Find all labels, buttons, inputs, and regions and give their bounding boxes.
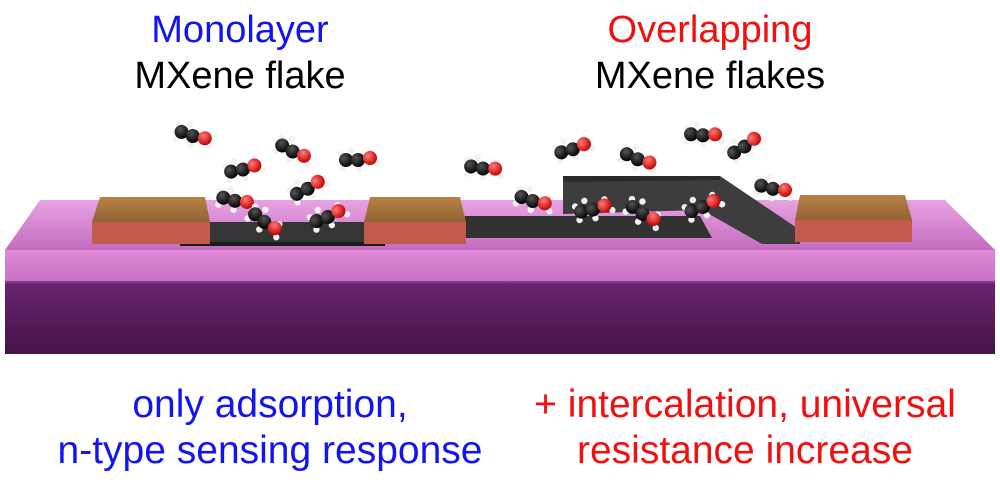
ethanol-molecule	[622, 195, 661, 232]
ethanol-molecule	[306, 201, 351, 233]
ethanol-molecule	[272, 134, 312, 168]
ethanol-molecule	[337, 146, 381, 173]
ethanol-molecules	[172, 121, 794, 241]
ethanol-molecule	[551, 134, 596, 165]
right-mxene-flake-lower	[460, 216, 712, 238]
ethanol-molecule	[512, 186, 553, 215]
left-caption-line1: only adsorption,	[132, 383, 408, 426]
ethanol-molecule	[571, 196, 616, 224]
right-caption-line2: resistance increase	[577, 429, 913, 472]
left-caption-line2: n-type sensing response	[57, 429, 483, 472]
electrode-left	[92, 197, 210, 244]
ethanol-molecule	[753, 174, 794, 201]
right-mxene-flake-upper-edge	[563, 176, 720, 182]
left-title-line1: Monolayer	[151, 9, 329, 51]
left-mxene-flake	[180, 222, 385, 242]
right-title-line2: MXene flakes	[594, 55, 826, 97]
ethanol-molecule	[617, 143, 657, 175]
ethanol-molecule	[221, 156, 266, 184]
ethanol-molecule	[681, 191, 726, 223]
ethanol-molecule	[723, 129, 767, 165]
left-mxene-flake-shade	[180, 242, 385, 246]
ethanol-molecule	[463, 154, 505, 181]
right-mxene-flake-upper	[563, 176, 800, 244]
electrode-right	[795, 195, 912, 242]
right-caption-line1: + intercalation, universal	[534, 383, 956, 426]
ethanol-molecule	[172, 121, 213, 150]
ethanol-molecule	[244, 203, 283, 241]
right-title-line1: Overlapping	[607, 9, 813, 51]
ethanol-molecule	[683, 121, 725, 148]
left-title-line2: MXene flake	[134, 55, 346, 97]
electrode-middle	[364, 197, 466, 244]
ethanol-molecule	[286, 172, 330, 206]
